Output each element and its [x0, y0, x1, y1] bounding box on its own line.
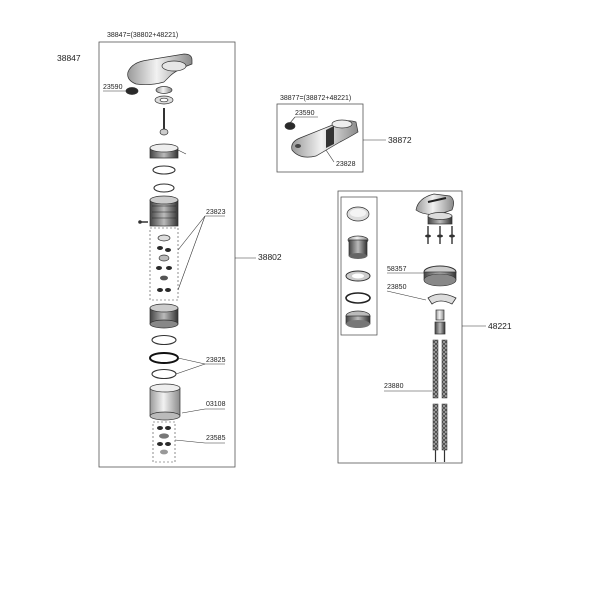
tap-body-cylinder: [149, 383, 181, 421]
cap-23590-b: [284, 122, 296, 130]
waste-body: [347, 235, 369, 259]
frame-48221: [337, 190, 463, 464]
fixing-kit-box: [152, 421, 176, 463]
label-38872: 38872: [388, 135, 412, 145]
mounting-base: [427, 212, 453, 225]
mounting-bolts: [425, 226, 455, 244]
o-ring-4: [149, 352, 179, 364]
support-ring-58357: [423, 265, 457, 287]
leader-23828: [325, 149, 335, 163]
label-38802: 38802: [258, 252, 282, 262]
o-ring-1: [152, 165, 176, 175]
leader-23850: [386, 290, 427, 301]
leader-23825-a: [177, 357, 206, 365]
leader-23825-b: [175, 363, 206, 375]
leader-23823-b: [177, 215, 206, 291]
screw-ring-set: [154, 86, 174, 105]
leader-nut-mark: [177, 149, 187, 155]
cartridge-nut: [149, 143, 179, 159]
waste-washer-2: [345, 292, 371, 304]
waste-set-box: [340, 196, 378, 336]
seal-kit-parts: [156, 234, 172, 292]
mixer-base: [149, 303, 179, 329]
frame-38872: [276, 103, 364, 173]
o-ring-2: [153, 183, 175, 193]
horseshoe-washer-23850: [427, 293, 457, 305]
label-23850: 23850: [387, 284, 407, 291]
label-23825: 23825: [206, 357, 226, 364]
seal-kit-box: [149, 227, 179, 301]
o-ring-3: [151, 334, 177, 346]
lever-handle-38872: [291, 119, 359, 158]
main-set-composition: 38847=(38802+48221): [107, 32, 178, 39]
main-set-number: 38847: [57, 53, 81, 63]
set-38877-composition: 38877=(38872+48221): [280, 95, 351, 102]
waste-plug: [346, 206, 370, 222]
leader-03108: [181, 408, 206, 414]
label-23828: 23828: [336, 161, 356, 168]
leader-23823-a: [177, 215, 206, 251]
waste-nut: [345, 310, 371, 328]
label-23590-b: 23590: [295, 110, 315, 117]
spindle-pin: [159, 108, 169, 136]
label-48221: 48221: [488, 321, 512, 331]
lever-handle: [127, 53, 193, 86]
frame-38802: [98, 41, 236, 468]
pop-up-rod-head: [415, 193, 454, 215]
leader-23585: [174, 439, 206, 444]
label-23880: 23880: [384, 383, 404, 390]
side-screw: [138, 220, 148, 224]
cartridge-body: [149, 195, 179, 227]
fixing-kit-parts: [157, 426, 171, 455]
label-58357: 58357: [387, 266, 407, 273]
label-03108: 03108: [206, 401, 226, 408]
label-23590-a: 23590: [103, 84, 123, 91]
threaded-sleeve: [434, 309, 446, 335]
flexible-hoses-23880: [432, 339, 448, 462]
leader-23590-b: [289, 116, 296, 124]
label-23585: 23585: [206, 435, 226, 442]
label-23823: 23823: [206, 209, 226, 216]
o-ring-5: [151, 368, 177, 380]
cap-23590-a: [125, 87, 139, 95]
